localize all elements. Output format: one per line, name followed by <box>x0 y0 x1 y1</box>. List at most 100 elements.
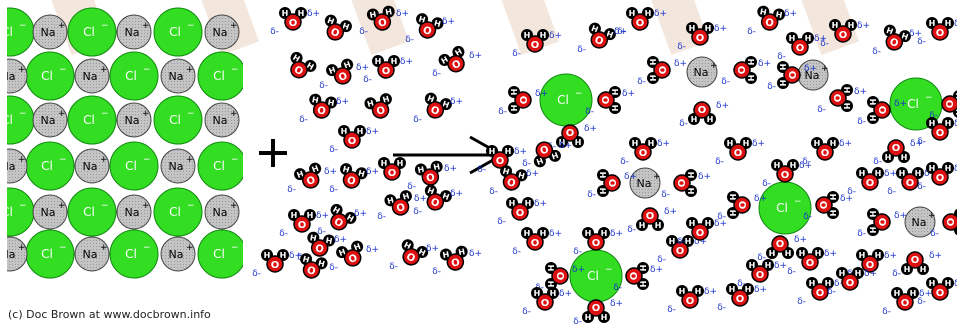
oxygen-label: O <box>538 142 550 155</box>
hydrogen-label: H <box>342 164 351 174</box>
oxygen-atom <box>776 165 794 183</box>
copyright-credit: (c) Doc Brown at www.docbrown.info <box>8 308 211 321</box>
delta-minus-label: δ- <box>497 217 506 227</box>
oxygen-label: O <box>796 43 805 54</box>
oxygen-atom <box>603 174 621 192</box>
oxygen-atom <box>671 241 689 259</box>
delta-plus-label: δ+ <box>929 251 942 261</box>
oxygen-atom <box>312 101 331 119</box>
plus-label: + <box>710 61 718 71</box>
delta-minus-label: δ- <box>661 190 670 200</box>
oxygen-label: O <box>346 175 357 188</box>
sodium-ion <box>74 236 110 272</box>
minus-label: − <box>19 109 27 119</box>
hydrogen-label: H <box>458 247 466 257</box>
delta-minus-label: δ- <box>432 267 441 277</box>
delta-plus-label: δ+ <box>910 139 923 149</box>
delta-minus-label: δ- <box>637 77 646 87</box>
hydrogen-label: H <box>327 98 335 108</box>
chloride-label: Cl <box>41 159 53 173</box>
minus-label: − <box>59 65 67 75</box>
hydrogen-label: H <box>832 21 839 30</box>
hydrogen-label: H <box>535 155 544 166</box>
delta-minus-label: δ- <box>679 119 688 129</box>
oxygen-atom <box>634 143 652 161</box>
hydrogen-label: H <box>805 34 812 43</box>
hydrogen-label: H <box>540 229 547 238</box>
oxygen-label: O <box>348 136 357 147</box>
oxygen-label: O <box>901 298 910 309</box>
oxygen-label: O <box>878 106 889 115</box>
sodium-ion <box>116 102 152 138</box>
delta-plus-label: δ+ <box>624 172 637 182</box>
hydrogen-label: H <box>433 19 442 29</box>
delta-minus-label: δ- <box>917 137 926 147</box>
oxygen-atom <box>526 35 544 53</box>
delta-minus-label: δ- <box>270 27 279 37</box>
delta-plus-label: δ+ <box>924 169 937 179</box>
hydrogen-label: H <box>875 251 882 260</box>
minus-label: − <box>231 155 239 165</box>
delta-minus-label: δ- <box>587 190 596 200</box>
chloride-label: Cl <box>169 25 181 39</box>
hydrogen-label: H <box>343 60 352 71</box>
oxygen-atom <box>536 293 554 311</box>
delta-plus-label: δ+ <box>657 139 670 149</box>
hydrogen-label: H <box>559 137 566 146</box>
hydrogen-label: H <box>899 169 906 178</box>
oxygen-atom <box>885 33 904 51</box>
oxygen-atom <box>301 171 320 189</box>
hydrogen-label: H <box>505 147 512 156</box>
minus-label: − <box>143 243 151 253</box>
hydrogen-label: H <box>945 119 952 128</box>
delta-minus-label: δ- <box>620 157 629 167</box>
hydrogen-label: H <box>648 139 655 148</box>
oxygen-atom <box>514 91 532 109</box>
chloride-ion <box>7 7 35 57</box>
plus-label: + <box>142 109 150 119</box>
chloride-label: Cl <box>169 205 181 219</box>
hydrogen-label: H <box>639 220 646 229</box>
delta-minus-label: δ- <box>820 39 829 49</box>
minus-label: − <box>187 21 195 31</box>
oxygen-atom <box>751 265 769 283</box>
water-molecule: HHO <box>401 239 429 266</box>
oxygen-label: O <box>593 35 605 48</box>
oxygen-atom <box>491 151 509 169</box>
delta-minus-label: δ- <box>717 212 726 222</box>
oxygen-label: O <box>839 30 848 41</box>
oxygen-atom <box>873 101 891 119</box>
sodium-ion <box>7 236 28 272</box>
hydrogen-label: H <box>859 169 866 178</box>
hydrogen-label: H <box>920 264 927 273</box>
delta-plus-label: δ+ <box>954 279 957 289</box>
hydrogen-label: H <box>331 205 341 216</box>
hydrogen-label: H <box>307 211 314 220</box>
hydrogen-label: H <box>945 19 952 28</box>
sodium-label: Na <box>41 206 56 219</box>
hydrogen-label: H <box>785 248 792 257</box>
oxygen-atom <box>901 173 919 191</box>
hydrogen-label: H <box>441 191 450 202</box>
hydrogen-label: H <box>402 191 411 201</box>
oxygen-label: O <box>878 218 889 227</box>
hydrogen-label: H <box>685 237 692 246</box>
oxygen-atom <box>446 253 465 271</box>
oxygen-label: O <box>866 178 875 189</box>
delta-minus-label: δ- <box>767 82 776 92</box>
oxygen-label: O <box>298 220 307 231</box>
chloride-ion <box>153 95 203 145</box>
hydrogen-label: H <box>610 105 619 112</box>
plus-label: + <box>58 201 66 211</box>
oxygen-atom <box>887 139 905 157</box>
water-molecule: HHO <box>733 56 757 84</box>
hydrogen-label: H <box>705 219 712 228</box>
hydrogen-label: H <box>517 171 526 181</box>
hydrogen-label: H <box>353 242 362 253</box>
